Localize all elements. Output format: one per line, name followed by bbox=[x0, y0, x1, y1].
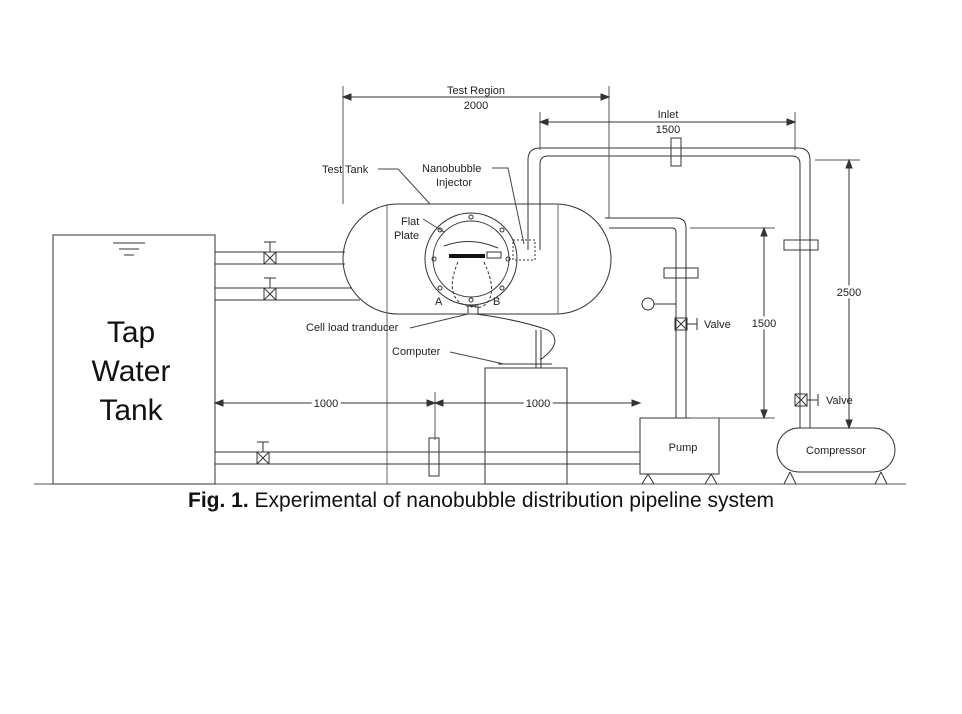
dim-2500-label: 2500 bbox=[837, 287, 861, 299]
valve-label-2: Valve bbox=[826, 395, 853, 407]
test-tank bbox=[342, 203, 612, 484]
injector-box bbox=[512, 239, 536, 261]
cell-load-label: Cell load tranducer bbox=[306, 322, 399, 334]
valve-label-1: Valve bbox=[704, 319, 731, 331]
flat-plate-curve bbox=[443, 241, 499, 249]
flat-label: Flat bbox=[401, 216, 419, 228]
test-region-label: Test Region bbox=[447, 85, 505, 97]
inlet-pipes bbox=[215, 251, 360, 301]
tank-label-line1: Tap bbox=[107, 316, 155, 349]
signal-cable bbox=[475, 313, 556, 361]
test-tank-label: Test Tank bbox=[322, 164, 369, 176]
inlet-value: 1500 bbox=[656, 124, 680, 136]
tank-label-line2: Water bbox=[92, 355, 171, 388]
injector-head bbox=[486, 251, 502, 259]
pump-label: Pump bbox=[669, 442, 698, 454]
dimension-inlet bbox=[538, 112, 797, 150]
sensor-wire-a bbox=[451, 261, 475, 308]
dimension-1000-right bbox=[433, 399, 642, 407]
nanobubble-label: Nanobubble bbox=[422, 163, 481, 175]
caption-text: Experimental of nanobubble distribution … bbox=[248, 489, 774, 512]
leader-lines bbox=[378, 167, 525, 365]
valve-icon bbox=[256, 441, 270, 465]
plate-label: Plate bbox=[394, 230, 419, 242]
point-a-label: A bbox=[435, 296, 443, 308]
tap-water-tank: Tap Water Tank bbox=[52, 234, 216, 485]
caption-prefix: Fig. 1. bbox=[188, 489, 249, 512]
dim-1000-right-label: 1000 bbox=[526, 398, 550, 410]
pump: Pump bbox=[639, 417, 720, 485]
test-region-value: 2000 bbox=[464, 100, 488, 112]
air-inlet-pipe bbox=[527, 137, 819, 428]
valve-icon bbox=[263, 277, 277, 301]
dim-1000-left-label: 1000 bbox=[314, 398, 338, 410]
dim-1500-label: 1500 bbox=[752, 318, 776, 330]
dimension-test-region bbox=[341, 86, 611, 218]
pump-pipe bbox=[605, 217, 699, 418]
valve-icon bbox=[794, 393, 819, 407]
valve-icon bbox=[263, 241, 277, 265]
return-pipe bbox=[215, 437, 640, 477]
compressor-label: Compressor bbox=[806, 445, 866, 457]
compressor: Compressor bbox=[776, 427, 896, 485]
figure-caption: Fig. 1. Experimental of nanobubble distr… bbox=[0, 489, 962, 513]
valve-icon bbox=[674, 317, 698, 331]
point-b-label: B bbox=[493, 296, 500, 308]
dimension-1500 bbox=[690, 226, 775, 420]
dimension-2500 bbox=[815, 158, 860, 430]
computer bbox=[484, 330, 568, 485]
tank-label-line3: Tank bbox=[99, 394, 163, 427]
diagram-labels: Test Region 2000 Inlet 1500 Test Tank Na… bbox=[306, 85, 864, 413]
cell-load-transducer bbox=[467, 305, 479, 315]
inlet-label: Inlet bbox=[658, 109, 679, 121]
sensor-wire-b bbox=[473, 261, 492, 309]
injector-label: Injector bbox=[436, 177, 472, 189]
computer-label: Computer bbox=[392, 346, 441, 358]
dimension-1000-left bbox=[213, 392, 437, 440]
